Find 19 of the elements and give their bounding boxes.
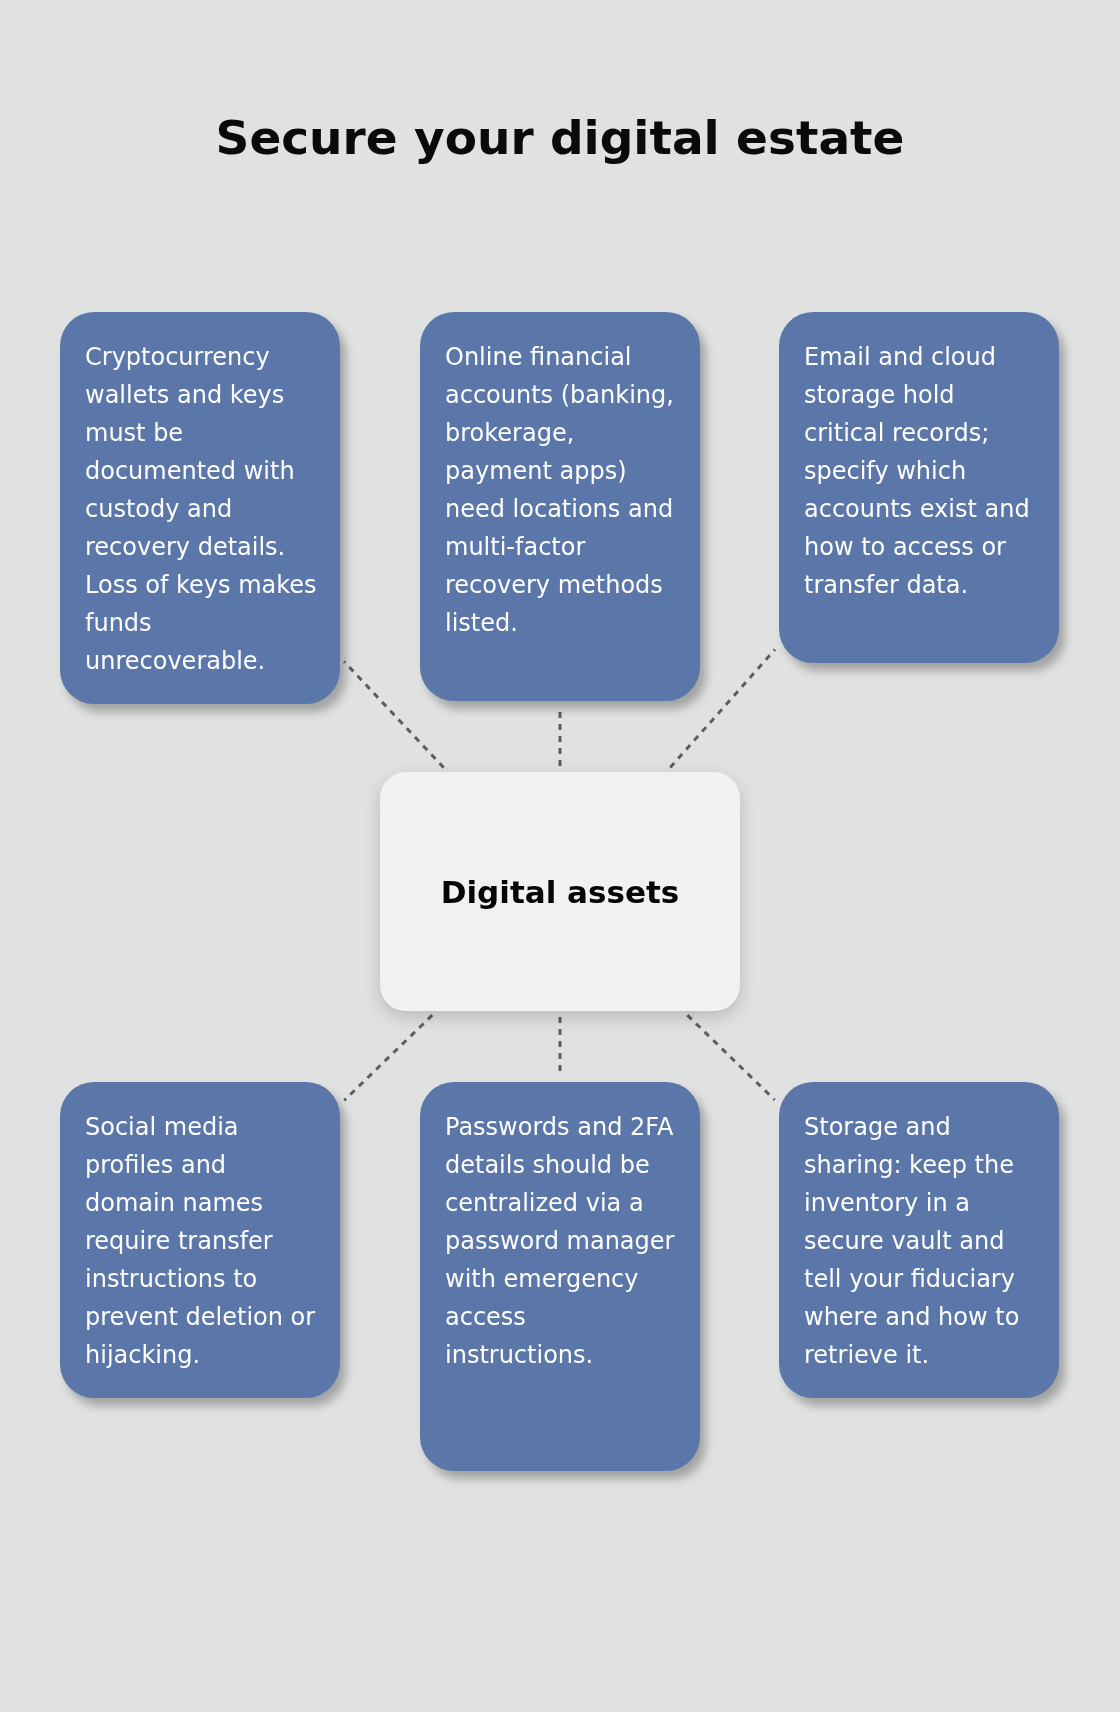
card-text: Email and cloud storage hold critical records; specify which accounts exist and how to access or transfer data.: [804, 342, 1031, 601]
dashed-connector: [343, 660, 445, 769]
title: Secure your digital estate: [214, 110, 906, 167]
info-card: [420, 312, 700, 701]
central-label: Digital assets: [440, 873, 680, 910]
dashed-connector: [669, 648, 777, 769]
card-text: Passwords and 2FA details should be centralized via a password manager with emergency access instructions.: [445, 1112, 676, 1371]
card-text: Social media profiles and domain names require transfer instructions to prevent deletion or hijacking.: [85, 1112, 317, 1371]
dashed-connector: [686, 1014, 776, 1101]
info-card: [60, 312, 340, 704]
central-box: [380, 772, 740, 1011]
info-card: [420, 1082, 700, 1471]
dashed-connector: [343, 1014, 434, 1102]
info-card: [779, 312, 1059, 663]
info-card: [779, 1082, 1059, 1398]
card-text: Online financial accounts (banking, brokerage, payment apps) need locations and multi-factor recovery methods listed.: [445, 342, 675, 639]
card-text: Storage and sharing: keep the inventory in a secure vault and tell your fiduciary where and how to retrieve it.: [804, 1112, 1021, 1371]
info-card: [60, 1082, 340, 1398]
card-text: Cryptocurrency wallets and keys must be documented with custody and recovery details. Loss of keys makes funds unrecoverable.: [85, 342, 318, 677]
